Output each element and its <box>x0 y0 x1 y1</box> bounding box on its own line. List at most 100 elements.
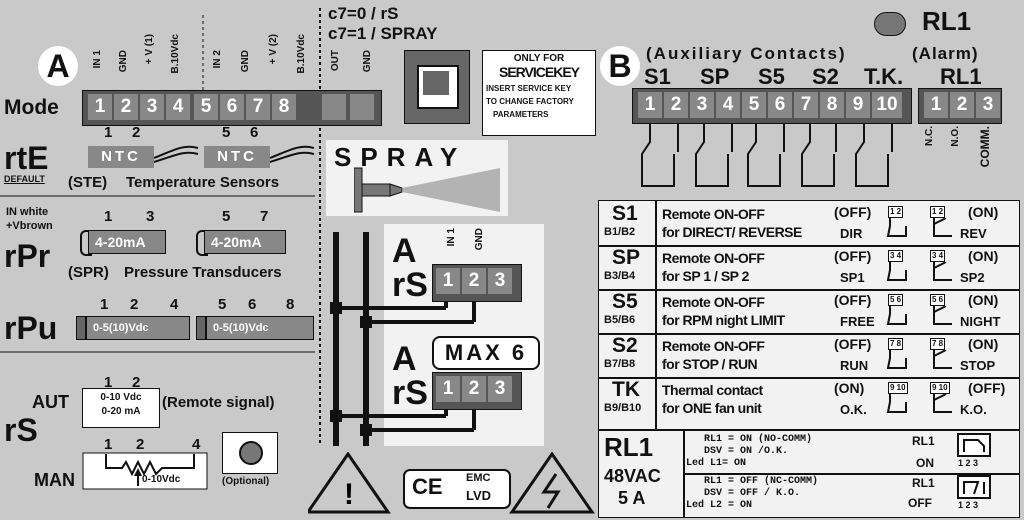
service-line2: TO CHANGE FACTORY <box>486 97 574 106</box>
rs-module-1-pin: 2 <box>462 268 486 294</box>
spray-label: SPRAY <box>334 142 467 172</box>
optional-knob-icon <box>222 432 278 474</box>
remote-code: TK <box>612 378 640 401</box>
man-pin: 4 <box>192 436 201 453</box>
remote-off-state: (OFF) <box>834 292 872 308</box>
rte-pin: 5 <box>222 124 231 141</box>
rte-pin: 2 <box>132 124 141 141</box>
rs-module-2-a: A <box>392 340 417 378</box>
rs-module-1-pin: 3 <box>488 268 512 294</box>
rpu-pin: 2 <box>130 296 139 313</box>
emc-mark: EMC <box>466 472 491 484</box>
relay-on-pins: 1 2 3 <box>958 458 979 468</box>
alarm-title: (Alarm) <box>912 44 979 63</box>
aut-pin: 1 <box>104 374 113 391</box>
terminal-a-5: 5 <box>194 94 218 120</box>
rpr-label: rPr <box>4 238 51 274</box>
remote-on-state: (OFF) <box>968 380 1006 396</box>
rl1-panel <box>598 430 1020 518</box>
switch-closed-pins: 1 2 <box>930 206 946 218</box>
rte-default: DEFAULT <box>4 174 45 184</box>
pressure-caption: Pressure Transducers <box>124 264 282 281</box>
terminal-b-7: 7 <box>794 92 818 118</box>
remote-line1: Remote ON-OFF <box>662 250 765 266</box>
remote-line1: Remote ON-OFF <box>662 338 765 354</box>
max-six-badge: MAX 6 <box>432 336 540 370</box>
rl1-off-state: OFF <box>908 496 932 510</box>
remote-switch-icon <box>886 394 952 413</box>
pin-label: OUT <box>330 50 341 72</box>
service-key-note: ONLY FOR SERVICEKEY INSERT SERVICE KEY T… <box>482 50 596 136</box>
spr-label: (SPR) <box>68 264 109 281</box>
remote-high-label: REV <box>960 226 987 241</box>
section-b-marker: B <box>600 46 640 86</box>
terminal-a-7: 7 <box>246 94 270 120</box>
relay-on-icon <box>957 433 991 457</box>
rl1-code: RL1 <box>604 432 654 462</box>
service-line1: INSERT SERVICE KEY <box>486 84 572 93</box>
switch-open-pins: 9 10 <box>888 382 908 394</box>
rl1-off-state-label: RL1 <box>912 476 935 490</box>
rpu-2-cap <box>196 316 206 340</box>
remote-off-state: (OFF) <box>834 248 872 264</box>
terminal-b-4: 4 <box>716 92 740 118</box>
switch-open-pins: 7 8 <box>888 338 904 350</box>
switch-open-pins: 1 2 <box>888 206 904 218</box>
remote-code: S5 <box>612 290 638 313</box>
group-s1: S1 <box>644 64 671 89</box>
rs-module-1-rs: rS <box>392 266 428 304</box>
spray-nozzle-icon <box>354 167 500 213</box>
remote-off-state: (OFF) <box>834 336 872 352</box>
remote-pins: B7/B8 <box>604 358 636 370</box>
switch-closed-pins: 3 4 <box>930 250 946 262</box>
group-sp: SP <box>700 64 730 89</box>
man-range: 0-10Vdc <box>142 474 181 485</box>
terminal-b-10: 10 <box>872 92 902 118</box>
service-line3: PARAMETERS <box>493 110 549 119</box>
rs-module-2-pin: 1 <box>436 376 460 402</box>
rl1-title: RL1 <box>922 6 972 36</box>
potentiometer-icon <box>82 452 208 490</box>
rpu-pin: 8 <box>286 296 295 313</box>
rl1-on-line1: RL1 = ON (NO-COMM) <box>704 434 813 445</box>
pin-label: B.10Vdc <box>296 34 307 74</box>
rl1-on-state: ON <box>916 456 934 470</box>
terminal-b-1: 1 <box>638 92 662 118</box>
alarm-comm-label: COMM. <box>978 126 992 168</box>
rl1-off-line1: RL1 = OFF (NC-COMM) <box>704 476 819 487</box>
remote-switch-icon <box>886 350 952 369</box>
c7-spray-label: c7=1 / SPRAY <box>328 24 438 43</box>
switch-open-pins: 3 4 <box>888 250 904 262</box>
rs-module-in1: IN 1 <box>446 228 457 247</box>
rpr-pin: 3 <box>146 208 155 225</box>
terminal-a-2: 2 <box>114 94 138 120</box>
remote-pins: B1/B2 <box>604 226 636 238</box>
service-key: SERVICEKEY <box>499 64 580 80</box>
remote-line1: Remote ON-OFF <box>662 294 765 310</box>
aux-contact-switches <box>641 124 893 187</box>
remote-line2: for ONE fan unit <box>662 400 762 416</box>
ntc-sensor-1: NTC <box>88 146 154 168</box>
transducer-2-icon <box>196 230 208 256</box>
remote-inputs-table <box>598 200 1020 430</box>
sensor-cables <box>154 145 314 163</box>
rl1-off-line2: DSV = OFF / K.O. <box>704 488 801 499</box>
pin-label: + V (2) <box>268 34 279 65</box>
remote-line1: Thermal contact <box>662 382 763 398</box>
rs-module-1-pin: 1 <box>436 268 460 294</box>
switch-closed-pins: 9 10 <box>930 382 950 394</box>
pin-label: GND <box>118 50 129 73</box>
switch-closed-pins: 7 8 <box>930 338 946 350</box>
man-label: MAN <box>34 470 75 490</box>
terminal-alarm-3: 3 <box>976 92 1000 118</box>
temp-sensors-caption: Temperature Sensors <box>126 174 280 191</box>
section-a-marker: A <box>38 46 78 86</box>
rte-pin: 6 <box>250 124 259 141</box>
remote-high-label: SP2 <box>960 270 985 285</box>
remote-low-label: SP1 <box>840 270 865 285</box>
rs-module-2-pin: 3 <box>488 376 512 402</box>
pin-label: GND <box>362 50 373 73</box>
terminal-alarm-1: 1 <box>924 92 948 118</box>
remote-on-state: (ON) <box>968 204 999 220</box>
